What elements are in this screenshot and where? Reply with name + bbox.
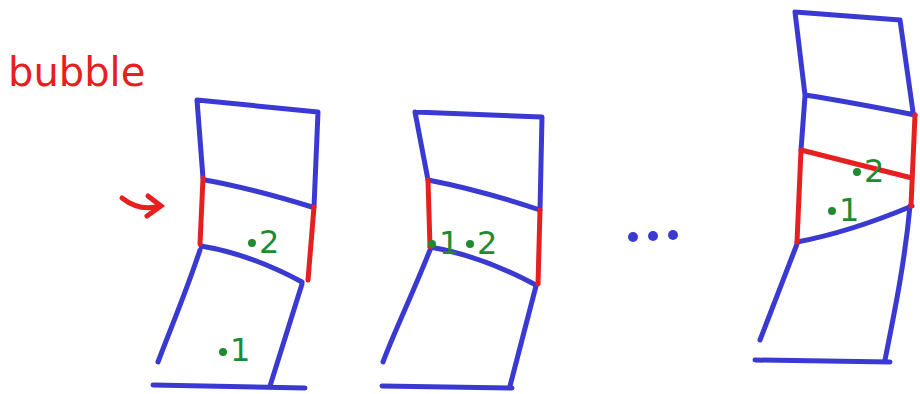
particle-number: 1 xyxy=(230,334,250,366)
bubble-boundary xyxy=(122,115,915,284)
ellipsis-dots xyxy=(628,230,678,242)
particle-number: 2 xyxy=(477,227,497,259)
particle-number: 1 xyxy=(439,227,459,259)
particle-dots xyxy=(219,168,861,356)
tube-outline xyxy=(153,12,915,388)
bubble-label: bubble xyxy=(8,52,145,92)
particle-number: 2 xyxy=(259,226,279,258)
particle-number: 1 xyxy=(839,194,859,226)
particle-number: 2 xyxy=(864,155,884,187)
